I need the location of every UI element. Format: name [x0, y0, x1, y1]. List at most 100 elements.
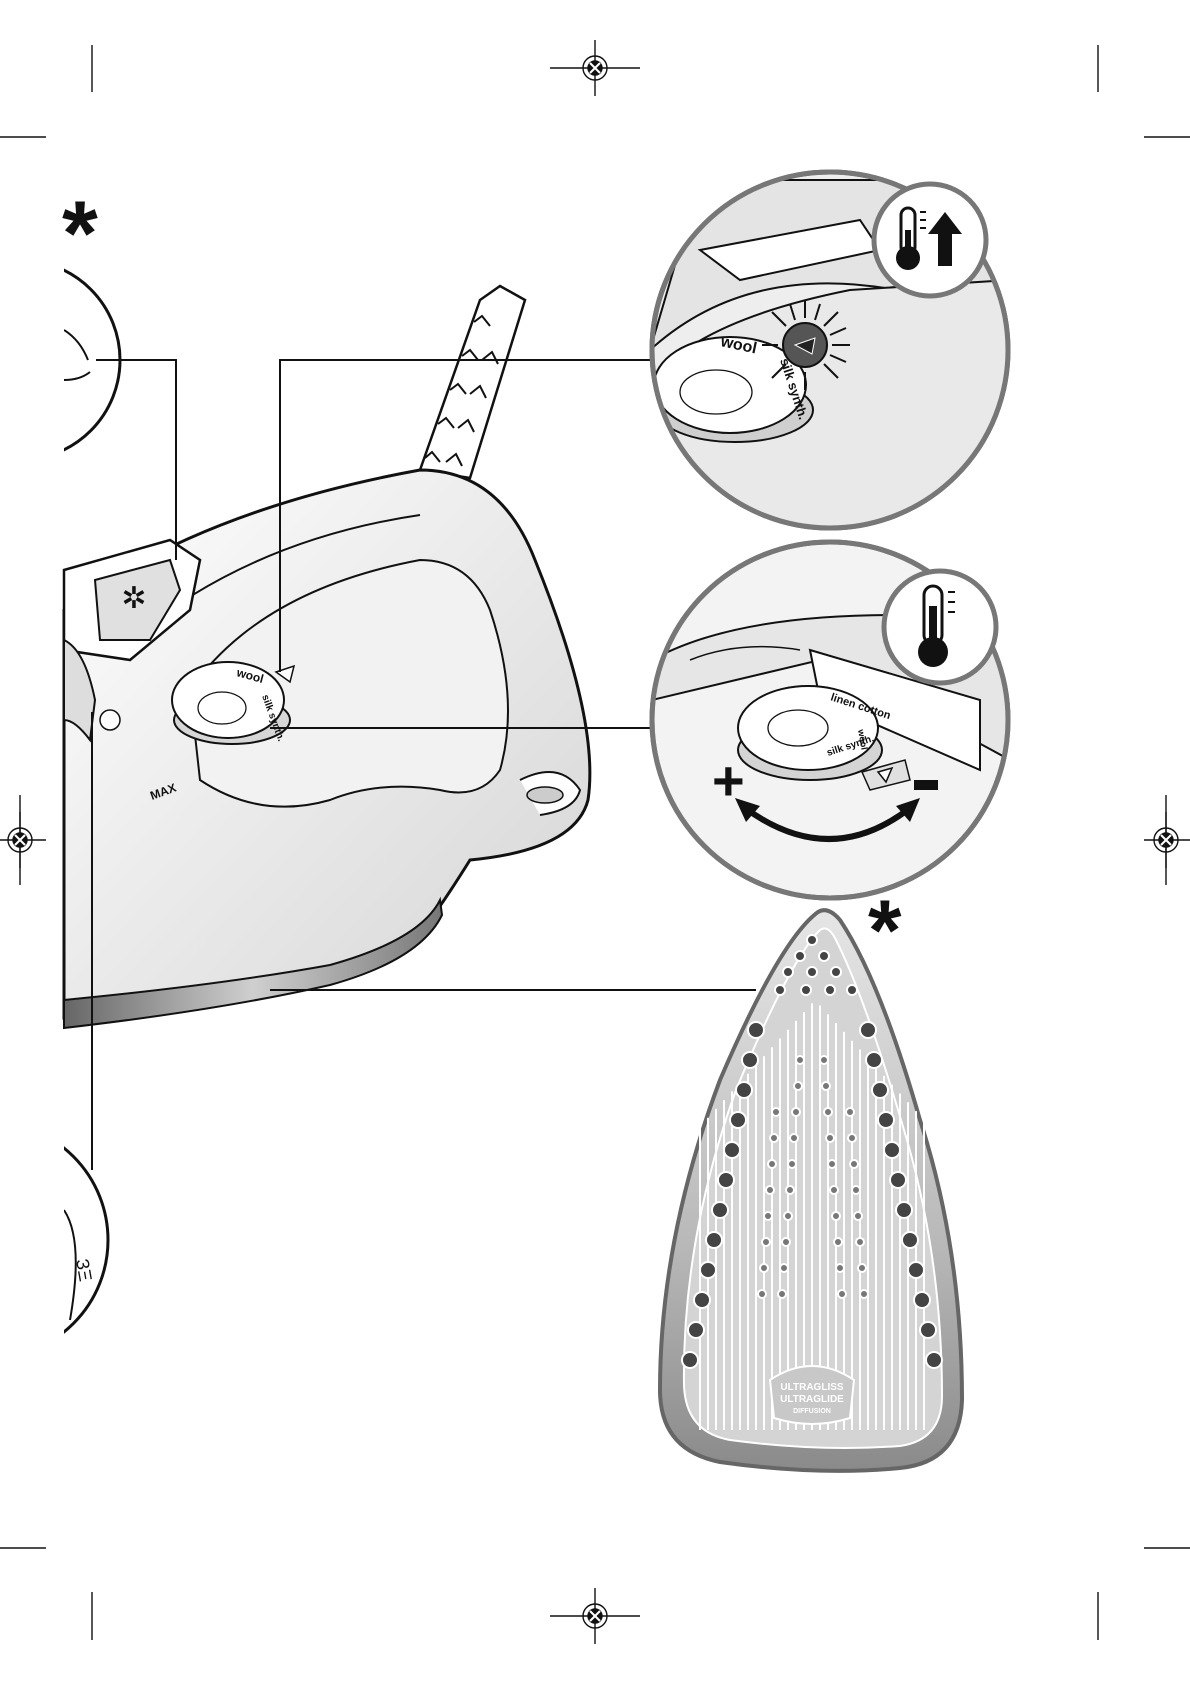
steam-hole — [913, 1291, 931, 1309]
steam-hole — [837, 1289, 847, 1299]
soleplate-logo-line1: ULTRAGLISS — [780, 1382, 843, 1393]
steam-hole — [800, 984, 812, 996]
steam-hole — [825, 1133, 835, 1143]
steam-hole — [777, 1289, 787, 1299]
steam-hole — [717, 1171, 735, 1189]
iron-temperature-dial: wool silk synth. — [171, 661, 296, 745]
steam-hole — [819, 1055, 829, 1065]
steam-hole — [761, 1237, 771, 1247]
steam-hole — [791, 1107, 801, 1117]
steam-iron-main: ✲ MAX wool silk synth. — [62, 284, 592, 1030]
steam-hole — [757, 1289, 767, 1299]
steam-hole — [782, 966, 794, 978]
temperature-rising-icon — [871, 181, 989, 299]
steam-hole — [857, 1263, 867, 1273]
soleplate-logo-line3: DIFFUSION — [793, 1408, 831, 1415]
steam-hole — [925, 1351, 943, 1369]
steam-hole — [855, 1237, 865, 1247]
steam-hole — [735, 1081, 753, 1099]
steam-hole — [877, 1111, 895, 1129]
steam-hole — [853, 1211, 863, 1221]
steam-hole — [687, 1321, 705, 1339]
asterisk-soleplate-note: * — [868, 883, 902, 979]
steam-hole — [907, 1261, 925, 1279]
power-cord — [418, 284, 527, 480]
steam-hole — [806, 934, 818, 946]
steam-hole — [705, 1231, 723, 1249]
registration-mark-right — [1144, 812, 1190, 868]
asterisk-top-note: * — [62, 183, 98, 285]
steam-hole — [847, 1133, 857, 1143]
callout-indicator-light: wool silk synth. — [649, 169, 1011, 531]
steam-hole — [849, 1159, 859, 1169]
steam-hole — [846, 984, 858, 996]
steam-hole — [765, 1185, 775, 1195]
steam-hole — [859, 1021, 877, 1039]
registration-mark-left — [0, 812, 46, 868]
steam-hole — [827, 1159, 837, 1169]
svg-text:✲: ✲ — [121, 582, 146, 615]
steam-hole — [741, 1051, 759, 1069]
steam-hole — [769, 1133, 779, 1143]
soleplate: ULTRAGLISS ULTRAGLIDE DIFFUSION — [657, 908, 965, 1473]
steam-hole — [835, 1263, 845, 1273]
steam-hole — [681, 1351, 699, 1369]
steam-hole — [859, 1289, 869, 1299]
steam-hole — [789, 1133, 799, 1143]
steam-hole — [795, 1055, 805, 1065]
steam-hole — [851, 1185, 861, 1195]
soleplate-grooves — [699, 1003, 925, 1430]
steam-hole — [829, 1185, 839, 1195]
steam-hole — [821, 1081, 831, 1091]
steam-hole — [787, 1159, 797, 1169]
steam-hole — [833, 1237, 843, 1247]
steam-hole — [919, 1321, 937, 1339]
steam-hole — [747, 1021, 765, 1039]
registration-mark-bottom — [550, 1588, 640, 1644]
steam-hole — [830, 966, 842, 978]
steam-hole — [871, 1081, 889, 1099]
steam-hole — [889, 1171, 907, 1189]
steam-hole — [831, 1211, 841, 1221]
steam-hole — [883, 1141, 901, 1159]
steam-hole — [779, 1263, 789, 1273]
decrease-temperature-minus — [914, 780, 938, 790]
steam-hole — [901, 1231, 919, 1249]
steam-hole — [711, 1201, 729, 1219]
steam-hole — [785, 1185, 795, 1195]
steam-burst-icon: ✲ — [121, 582, 146, 615]
steam-hole — [818, 950, 830, 962]
steam-hole — [865, 1051, 883, 1069]
steam-hole — [781, 1237, 791, 1247]
soleplate-steam-holes — [681, 934, 943, 1369]
steam-hole — [794, 950, 806, 962]
steam-hole — [845, 1107, 855, 1117]
thermometer-icon — [881, 568, 999, 686]
steam-hole — [823, 1107, 833, 1117]
steam-hole — [759, 1263, 769, 1273]
steam-hole — [699, 1261, 717, 1279]
callout-connector-lines — [91, 359, 756, 1170]
steam-hole — [771, 1107, 781, 1117]
indicator-light-glow — [762, 300, 850, 390]
left-partial-circle-bottom: ЗΞ — [64, 1146, 110, 1334]
steam-hole — [693, 1291, 711, 1309]
steam-hole — [824, 984, 836, 996]
steam-hole — [783, 1211, 793, 1221]
steam-hole — [895, 1201, 913, 1219]
steam-hole — [767, 1159, 777, 1169]
rotation-arrow-icon — [735, 798, 920, 842]
registration-mark-top — [550, 40, 640, 96]
steam-hole — [793, 1081, 803, 1091]
steam-hole — [806, 966, 818, 978]
mid-dial-wool-label: wool — [856, 728, 870, 751]
soleplate-logo: ULTRAGLISS ULTRAGLIDE DIFFUSION — [768, 1365, 856, 1425]
steam-hole — [763, 1211, 773, 1221]
steam-hole — [723, 1141, 741, 1159]
svg-text:ЗΞ: ЗΞ — [72, 1257, 96, 1283]
callout-temperature-dial: linen cotton silk synth. wool + — [649, 539, 1011, 901]
steam-hole — [774, 984, 786, 996]
steam-hole — [729, 1111, 747, 1129]
soleplate-logo-line2: ULTRAGLIDE — [780, 1394, 844, 1405]
